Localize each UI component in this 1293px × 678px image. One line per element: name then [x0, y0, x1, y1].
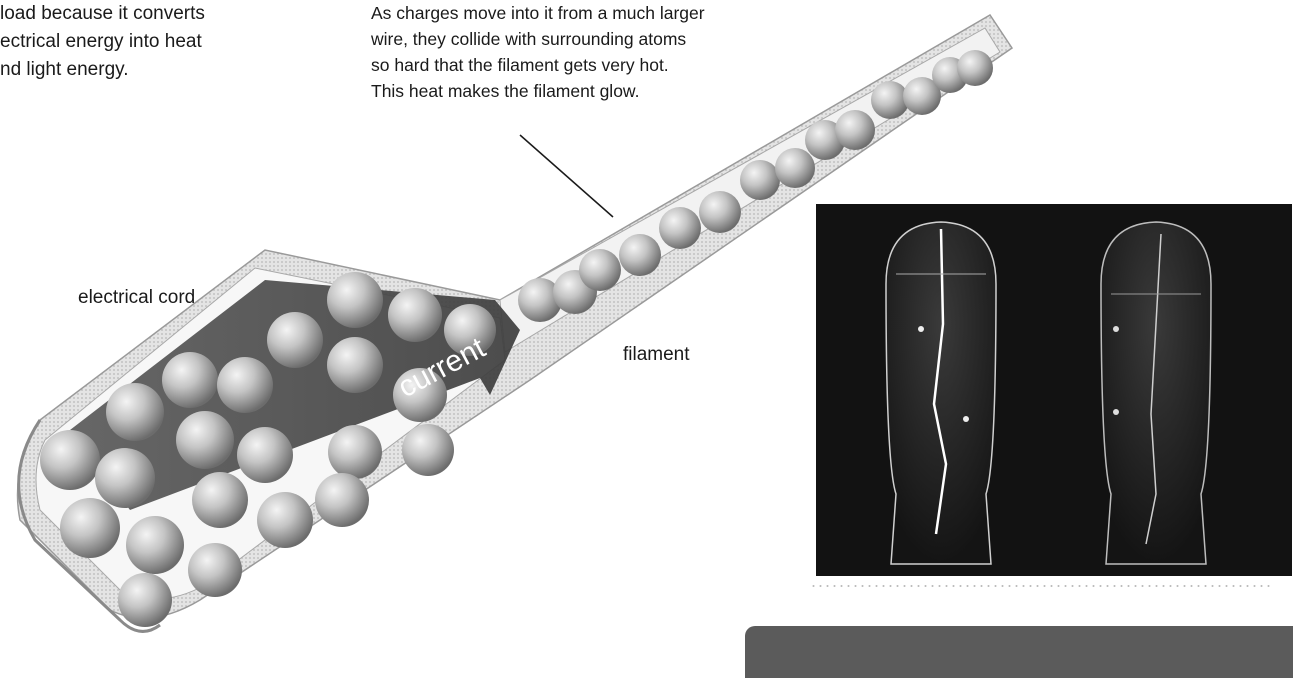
electrical-cord-label: electrical cord — [78, 285, 195, 311]
photo-credit-dots — [810, 584, 1270, 588]
light-bulbs-photo — [816, 204, 1292, 576]
filament-label: filament — [623, 342, 690, 368]
caption-leader-line — [520, 135, 613, 217]
bottom-banner — [745, 626, 1293, 678]
